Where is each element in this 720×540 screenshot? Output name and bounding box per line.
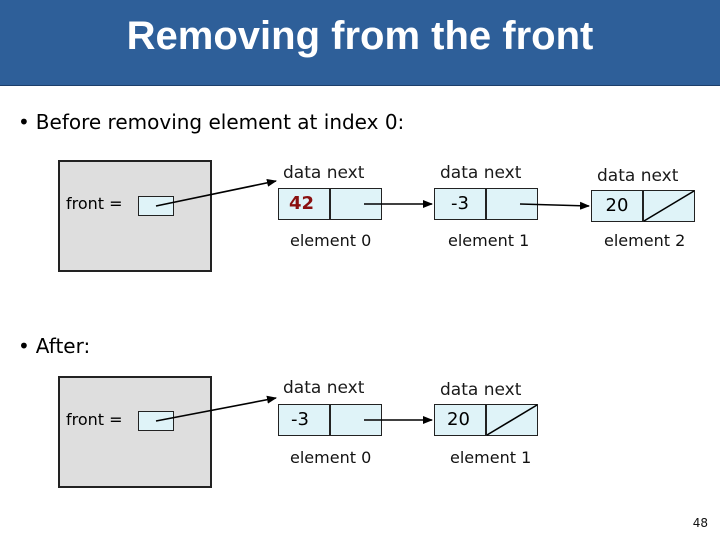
bullet-before-text: Before removing element at index 0: bbox=[35, 110, 405, 134]
before-node1-next bbox=[486, 188, 538, 220]
after-front-arrow bbox=[155, 395, 277, 422]
before-frame bbox=[58, 160, 212, 272]
before-node0-header: data next bbox=[283, 163, 365, 183]
before-node0-data: 42 bbox=[278, 188, 330, 220]
bullet-dot-icon: • bbox=[18, 334, 30, 358]
after-node0-header: data next bbox=[283, 378, 365, 398]
after-node1-header: data next bbox=[440, 380, 522, 400]
before-node1-data: -3 bbox=[434, 188, 486, 220]
before-node1-next-arrow bbox=[519, 201, 590, 210]
before-front-label: front = bbox=[66, 194, 123, 213]
after-node1-caption: element 1 bbox=[450, 448, 532, 467]
after-node1-null-slash bbox=[486, 404, 538, 436]
before-node2-data: 20 bbox=[591, 190, 643, 222]
bullet-before: •Before removing element at index 0: bbox=[18, 110, 404, 134]
slide-title: Removing from the front bbox=[126, 14, 594, 58]
before-node2-null-slash bbox=[643, 190, 695, 222]
before-node2-caption: element 2 bbox=[604, 231, 686, 250]
before-node1-header: data next bbox=[440, 163, 522, 183]
bullet-after: •After: bbox=[18, 334, 90, 358]
before-node0-caption: element 0 bbox=[290, 231, 372, 250]
before-front-arrow bbox=[155, 178, 277, 207]
title-bar: Removing from the front bbox=[0, 0, 720, 86]
page-number: 48 bbox=[692, 516, 708, 530]
bullet-after-text: After: bbox=[35, 334, 91, 358]
after-node1-data: 20 bbox=[434, 404, 486, 436]
after-node0-caption: element 0 bbox=[290, 448, 372, 467]
before-node2-header: data next bbox=[597, 166, 679, 186]
after-frame bbox=[58, 376, 212, 488]
before-node1-caption: element 1 bbox=[448, 231, 530, 250]
after-front-label: front = bbox=[66, 410, 123, 429]
after-node0-data: -3 bbox=[278, 404, 330, 436]
bullet-dot-icon: • bbox=[18, 110, 30, 134]
